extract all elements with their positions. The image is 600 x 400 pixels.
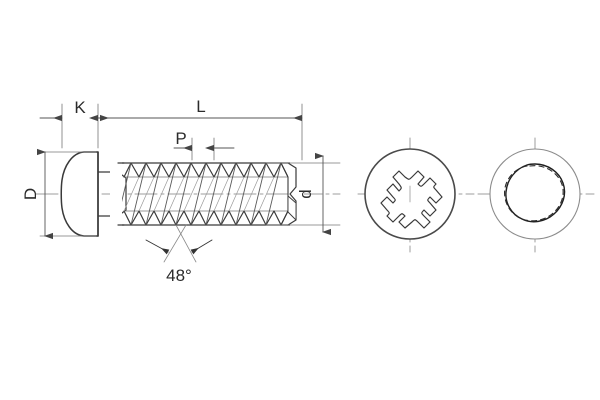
thread-body xyxy=(110,150,304,228)
dimension-label-d: d xyxy=(296,189,315,198)
trilobular-hidden-outline xyxy=(504,165,564,222)
dimension-P: P xyxy=(173,129,235,161)
dimension-label-D: D xyxy=(21,188,40,200)
pan-head-profile xyxy=(60,151,99,237)
dimension-L: L xyxy=(99,97,303,161)
dimension-label-K: K xyxy=(74,98,86,117)
dimension-label-L: L xyxy=(196,97,205,116)
dimension-d: d xyxy=(265,152,341,236)
trilobular-section-outline xyxy=(505,163,566,223)
head-end-view xyxy=(357,137,475,253)
dimension-K: K xyxy=(39,98,121,149)
dimension-D: D xyxy=(21,148,97,240)
dimension-label-P: P xyxy=(175,129,186,148)
thread-angle-annotation: 48° xyxy=(145,224,213,285)
side-elevation-view: K L D P xyxy=(21,97,341,285)
pozidriv-cross-recess xyxy=(380,170,443,229)
tip-end-view xyxy=(477,137,595,253)
screw-tip xyxy=(280,162,297,226)
thread-angle-label: 48° xyxy=(166,266,192,285)
